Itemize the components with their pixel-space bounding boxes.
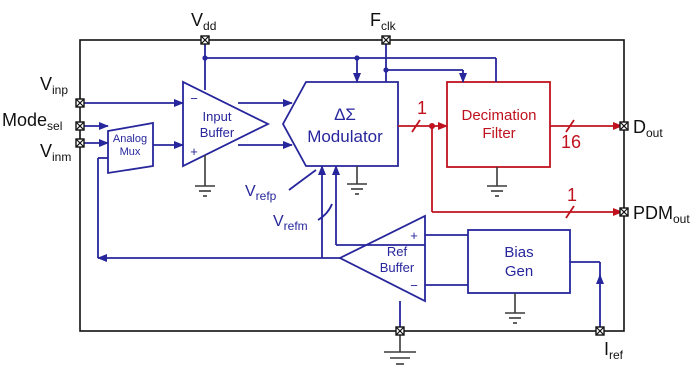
digital-wiring: 1 16 1 — [398, 98, 623, 219]
pin-fclk-icon — [381, 35, 391, 45]
ref-buffer-label-1: Ref — [387, 244, 408, 259]
input-buffer-minus-sign: − — [190, 91, 198, 106]
modulator-label-1: ΔΣ — [334, 105, 356, 124]
pdm-bus-width: 1 — [567, 185, 577, 205]
bias-gen-ground-icon — [505, 293, 525, 324]
mod-out-bus-width: 1 — [417, 98, 427, 118]
dout-bus-width: 16 — [561, 132, 581, 152]
decimation-filter-label-1: Decimation — [461, 107, 536, 124]
chip-ground-icon — [384, 331, 416, 365]
input-buffer-block: Input Buffer − + — [182, 80, 271, 168]
pin-pdm-icon — [619, 207, 629, 217]
analog-mux-block: Analog Mux — [107, 121, 154, 175]
input-buffer-label-1: Input — [203, 109, 232, 124]
pin-gnd-icon — [395, 326, 405, 336]
pin-vinp-icon — [75, 98, 85, 108]
pin-mode-icon — [75, 121, 85, 131]
ref-buffer-plus-sign: + — [410, 228, 418, 243]
modulator-block: ΔΣ Modulator — [281, 81, 399, 167]
bias-gen-label-1: Bias — [504, 244, 533, 261]
pin-vinm-icon — [75, 138, 85, 148]
iref-label: Iref — [604, 339, 624, 362]
bias-gen-label-2: Gen — [505, 263, 533, 280]
vdd-label: Vdd — [191, 10, 216, 33]
dout-label: Dout — [633, 117, 663, 140]
analog-mux-label-1: Analog — [113, 133, 147, 145]
vinm-label: Vinm — [40, 141, 71, 164]
analog-mux-label-2: Mux — [120, 146, 141, 158]
modulator-label-2: Modulator — [307, 127, 383, 146]
pin-iref-icon — [595, 326, 605, 336]
ref-buffer-label-2: Buffer — [380, 260, 415, 275]
mode-sel-label: Modesel — [2, 110, 62, 133]
ground-symbols — [195, 155, 525, 365]
fclk-label: Fclk — [370, 10, 397, 33]
vinp-label: Vinp — [40, 74, 68, 97]
vrefp-label: Vrefp — [245, 183, 277, 203]
analog-wiring — [80, 40, 604, 331]
decimation-filter-label-2: Filter — [482, 125, 515, 142]
input-buffer-plus-sign: + — [190, 144, 198, 159]
decimation-filter-block: Decimation Filter — [446, 81, 551, 168]
chip-outline — [79, 39, 625, 332]
input-buffer-ground-icon — [195, 155, 215, 197]
ref-buffer-block: Ref Buffer + − — [337, 214, 426, 303]
pdm-out-label: PDMout — [633, 203, 690, 226]
modulator-ground-icon — [347, 166, 367, 195]
pin-vdd-icon — [200, 35, 210, 45]
filter-ground-icon — [487, 167, 507, 197]
input-buffer-label-2: Buffer — [200, 125, 235, 140]
pin-dout-icon — [619, 121, 629, 131]
ref-buffer-minus-sign: − — [410, 278, 418, 293]
vrefm-label: Vrefm — [273, 213, 308, 233]
bias-gen-block: Bias Gen — [467, 229, 571, 294]
